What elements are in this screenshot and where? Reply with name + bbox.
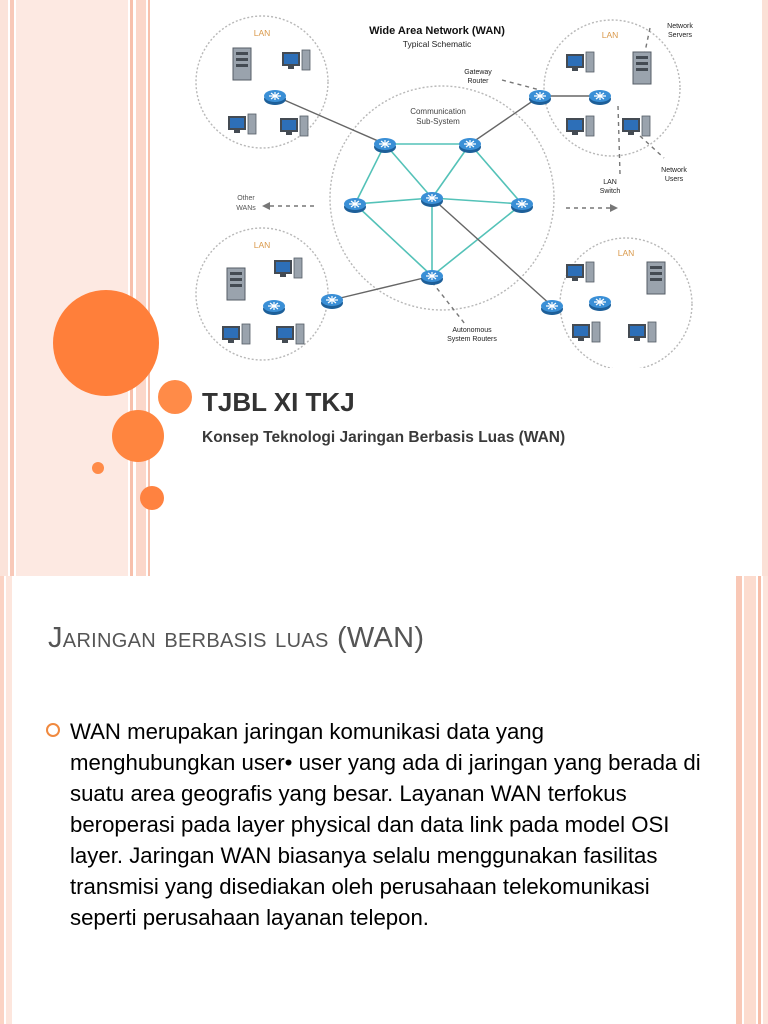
lan-top-left bbox=[195, 15, 329, 149]
bullet-icon bbox=[46, 723, 60, 737]
decor-circle bbox=[158, 380, 192, 414]
slide-heading: Jaringan berbasis luas (WAN) bbox=[48, 622, 425, 654]
lan-label: LAN bbox=[254, 28, 271, 38]
decor-stripe bbox=[6, 576, 12, 1024]
users-label: Network bbox=[661, 167, 687, 174]
switch-label: Switch bbox=[600, 188, 621, 195]
lan-bottom-right bbox=[559, 237, 693, 368]
other-wan-label: Other bbox=[237, 195, 255, 202]
slide-title: TJBL XI TKJ bbox=[202, 387, 355, 417]
servers-label: Servers bbox=[668, 32, 693, 39]
slide-subtitle: Konsep Teknologi Jaringan Berbasis Luas … bbox=[202, 429, 566, 446]
decor-stripe bbox=[0, 0, 8, 576]
autonomous-label: Autonomous bbox=[452, 327, 492, 334]
autonomous-label: System Routers bbox=[447, 336, 497, 343]
gateway-label: Gateway bbox=[464, 69, 492, 76]
decor-stripe bbox=[130, 0, 133, 576]
decor-stripe bbox=[16, 0, 128, 576]
decor-circle bbox=[140, 486, 164, 510]
other-wan-label: WANs bbox=[236, 205, 256, 212]
switch-label: LAN bbox=[603, 179, 617, 186]
comm-label: Communication bbox=[410, 107, 466, 116]
diagram-title: Wide Area Network (WAN) bbox=[369, 25, 505, 37]
lan-label: LAN bbox=[602, 30, 619, 40]
wan-diagram: Wide Area Network (WAN) Typical Schemati… bbox=[195, 15, 693, 368]
decor-stripe bbox=[148, 0, 150, 576]
lan-bottom-left bbox=[195, 227, 329, 361]
lan-top-right bbox=[543, 19, 681, 157]
servers-label: Network bbox=[667, 23, 693, 30]
title-slide: Wide Area Network (WAN) Typical Schemati… bbox=[0, 0, 768, 576]
gateway-label: Router bbox=[467, 78, 489, 85]
lan-label: LAN bbox=[618, 248, 635, 258]
decor-stripe bbox=[10, 0, 14, 576]
comm-subsystem bbox=[329, 85, 555, 311]
diagram-subtitle: Typical Schematic bbox=[403, 39, 472, 49]
decor-stripe bbox=[136, 0, 146, 576]
decor-stripe bbox=[758, 576, 761, 1024]
decor-circle bbox=[92, 462, 104, 474]
bullet-text: WAN merupakan jaringan komunikasi data y… bbox=[70, 719, 701, 930]
decor-stripe bbox=[763, 576, 768, 1024]
decor-stripe bbox=[762, 0, 768, 576]
decor-circle bbox=[53, 290, 159, 396]
decor-circle bbox=[112, 410, 164, 462]
users-label: Users bbox=[665, 176, 684, 183]
lan-label: LAN bbox=[254, 240, 271, 250]
decor-stripe bbox=[736, 576, 742, 1024]
decor-stripe bbox=[744, 576, 756, 1024]
comm-label: Sub-System bbox=[416, 117, 460, 126]
decor-stripe bbox=[0, 576, 4, 1024]
content-slide: Jaringan berbasis luas (WAN) WAN merupak… bbox=[0, 576, 768, 1024]
